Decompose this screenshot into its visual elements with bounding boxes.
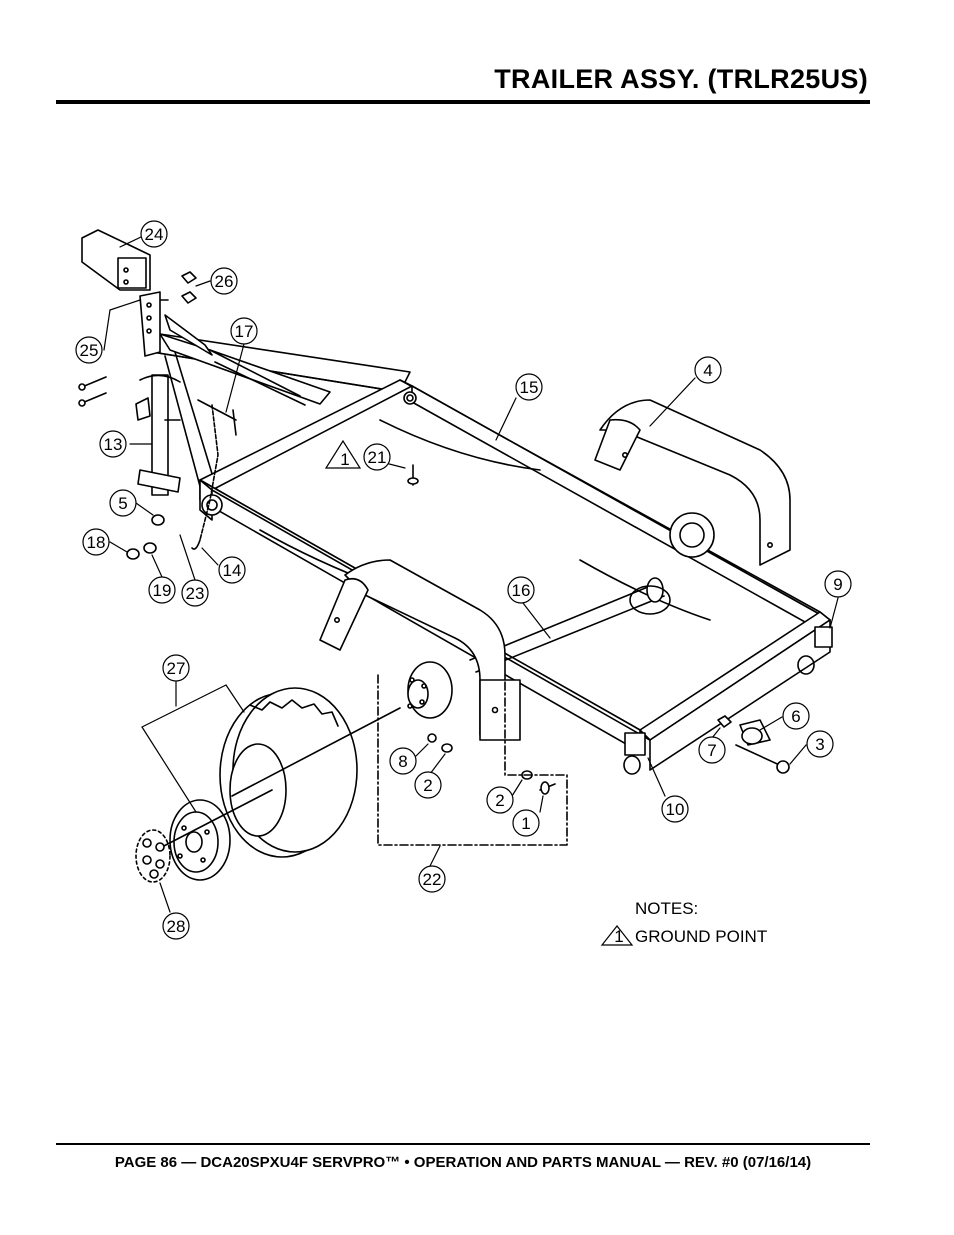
notes-ground-marker [600, 925, 634, 946]
callout-22 [418, 865, 446, 893]
callout-27-label: 27 [167, 659, 186, 678]
callout-4-label: 4 [703, 361, 712, 380]
notes-marker-label: 1 [614, 927, 623, 946]
fender-front [319, 559, 521, 741]
callout-22-label: 22 [423, 870, 442, 889]
callout-2-label: 2 [495, 791, 504, 810]
callout-16 [507, 576, 535, 604]
tire [219, 687, 401, 858]
callout-21 [363, 443, 391, 471]
callout-7-label: 7 [707, 741, 716, 760]
header-rule [56, 100, 870, 104]
callout-24-label: 24 [145, 225, 164, 244]
notes: NOTES: 1 GROUND POINT [600, 899, 767, 946]
callout-9 [824, 570, 852, 598]
callout-4 [694, 356, 722, 384]
callout-26-label: 26 [215, 272, 234, 291]
callout-2-label: 2 [423, 776, 432, 795]
callout-25 [75, 336, 103, 364]
ground-point-marker: 1 [324, 439, 362, 469]
callout-9-label: 9 [833, 575, 842, 594]
callout-28 [162, 912, 190, 940]
tongue-jack [135, 374, 181, 496]
coupler-bolts [78, 271, 197, 407]
callout-10-label: 10 [666, 800, 685, 819]
callout-15 [515, 373, 543, 401]
callout-3-label: 3 [815, 735, 824, 754]
callout-7 [698, 736, 726, 764]
fender-rear [594, 399, 791, 566]
callout-24 [140, 220, 168, 248]
callout-1 [512, 809, 540, 837]
callout-13-label: 13 [104, 435, 123, 454]
callout-28-label: 28 [167, 917, 186, 936]
callout-26 [210, 267, 238, 295]
callout-15-label: 15 [520, 378, 539, 397]
notes-heading: NOTES: [635, 899, 698, 918]
callout-1-label: 1 [521, 814, 530, 833]
callout-17 [230, 317, 258, 345]
callout-23 [181, 579, 209, 607]
callout-6 [782, 702, 810, 730]
callout-25-label: 25 [80, 341, 99, 360]
callout-14-label: 14 [223, 561, 242, 580]
callout-14 [218, 556, 246, 584]
group-boundary [377, 674, 568, 846]
callout-8 [389, 747, 417, 775]
lug-nuts [135, 829, 171, 883]
callout-8-label: 8 [398, 752, 407, 771]
callout-21-label: 21 [368, 448, 387, 467]
page-title: TRAILER ASSY. (TRLR25US) [494, 64, 868, 94]
callout-10 [661, 795, 689, 823]
coupler [81, 229, 151, 291]
hub-fasteners [427, 733, 556, 795]
callout-19 [148, 576, 176, 604]
callout-17-label: 17 [235, 322, 254, 341]
callout-27 [162, 654, 190, 682]
page-footer: PAGE 86 — DCA20SPXU4F SERVPRO™ • OPERATI… [114, 1154, 812, 1171]
callout-5-label: 5 [118, 494, 127, 513]
trailer-tongue [139, 291, 411, 506]
callout-5 [109, 489, 137, 517]
callout-6-label: 6 [791, 707, 800, 726]
small-parts-left [126, 514, 165, 560]
footer-rule [56, 1143, 870, 1145]
wheel-rim [159, 789, 273, 881]
svg-text:1: 1 [340, 450, 349, 469]
safety-chain [191, 399, 237, 550]
callout-16-label: 16 [512, 581, 531, 600]
callout-23-label: 23 [186, 584, 205, 603]
callout-18-label: 18 [87, 533, 106, 552]
ground-screw [407, 464, 419, 486]
callout-19-label: 19 [153, 581, 172, 600]
callout-2 [414, 771, 442, 799]
callout-13 [99, 430, 127, 458]
callout-3 [806, 730, 834, 758]
notes-ground-point: GROUND POINT [635, 927, 767, 946]
wheel-hub [407, 661, 453, 719]
callout-18 [82, 528, 110, 556]
callout-2 [486, 786, 514, 814]
tail-light-hardware [717, 715, 790, 774]
